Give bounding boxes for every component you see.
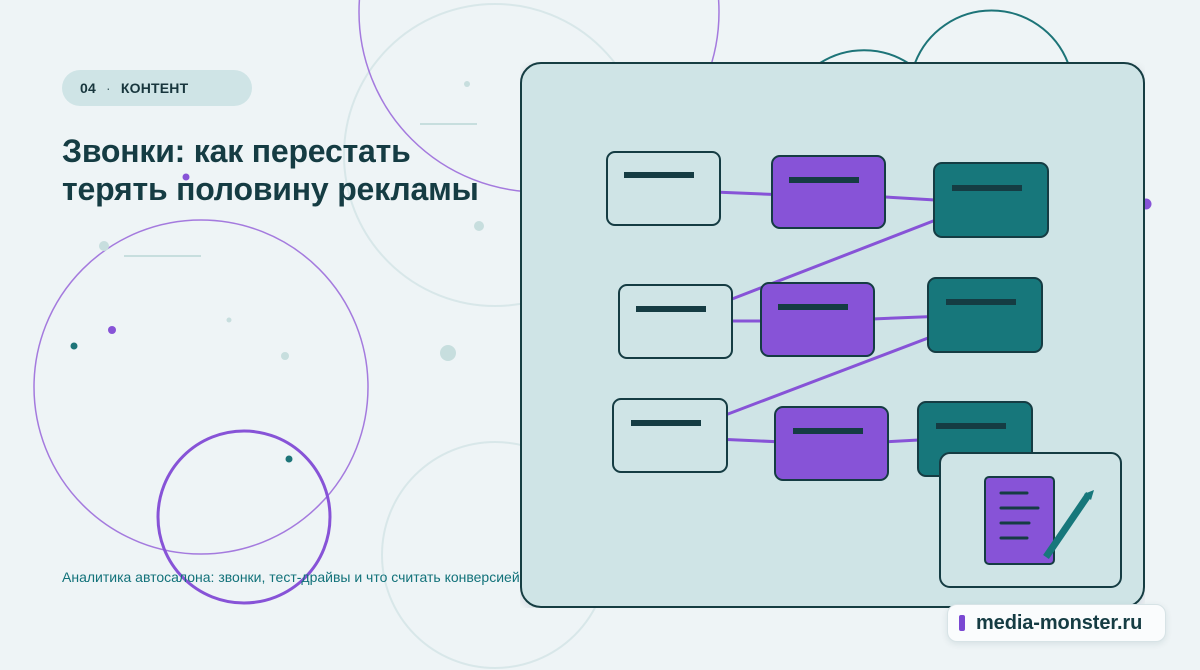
decorative-dot <box>281 352 289 360</box>
decorative-circle-small-purple <box>156 429 332 605</box>
brand-mark-icon <box>959 615 965 631</box>
flow-node-teal <box>933 162 1049 238</box>
flow-node-light <box>606 151 721 226</box>
decorative-arc-top-left <box>819 49 909 64</box>
flow-node <box>612 398 728 473</box>
pencil-shaft <box>1043 492 1092 559</box>
flow-node-purple <box>760 282 875 357</box>
flow-illustration <box>520 62 1145 608</box>
document-icon <box>984 476 1055 565</box>
decorative-dot <box>108 326 116 334</box>
decorative-circle-left-purple <box>33 219 369 555</box>
flow-node <box>774 406 889 481</box>
flow-node-text-bar <box>631 420 701 426</box>
decorative-dot <box>474 221 484 231</box>
flow-node <box>606 151 721 226</box>
decorative-dot <box>182 173 190 181</box>
document-card <box>939 452 1122 588</box>
flow-node-purple <box>774 406 889 481</box>
decorative-arc-top-right <box>914 9 1069 64</box>
flow-node-light <box>612 398 728 473</box>
decorative-dot <box>440 345 456 361</box>
pencil-tip <box>1084 490 1094 500</box>
decorative-dot <box>99 241 109 251</box>
pencil-icon <box>1043 490 1094 559</box>
flow-node-text-bar <box>793 428 863 434</box>
flow-node-light <box>618 284 733 359</box>
flow-node-text-bar <box>778 304 848 310</box>
flow-node-text-bar <box>624 172 694 178</box>
flow-node <box>771 155 886 229</box>
flow-node-text-bar <box>946 299 1016 305</box>
flow-node-text-bar <box>636 306 706 312</box>
flow-node <box>927 277 1043 353</box>
flow-node-text-bar <box>936 423 1006 429</box>
decorative-dot <box>226 317 232 323</box>
site-domain: media-monster.ru <box>976 612 1143 634</box>
flow-node <box>933 162 1049 238</box>
flow-node-text-bar <box>789 177 859 183</box>
flow-node-purple <box>771 155 886 229</box>
decorative-dot <box>70 342 78 350</box>
flow-node <box>618 284 733 359</box>
flow-node <box>760 282 875 357</box>
decorative-dot <box>464 81 470 87</box>
flow-node-teal <box>927 277 1043 353</box>
site-watermark: media-monster.ru <box>947 604 1166 642</box>
document-lines <box>999 491 1040 540</box>
decorative-dot <box>285 455 293 463</box>
flow-node-text-bar <box>952 185 1022 191</box>
